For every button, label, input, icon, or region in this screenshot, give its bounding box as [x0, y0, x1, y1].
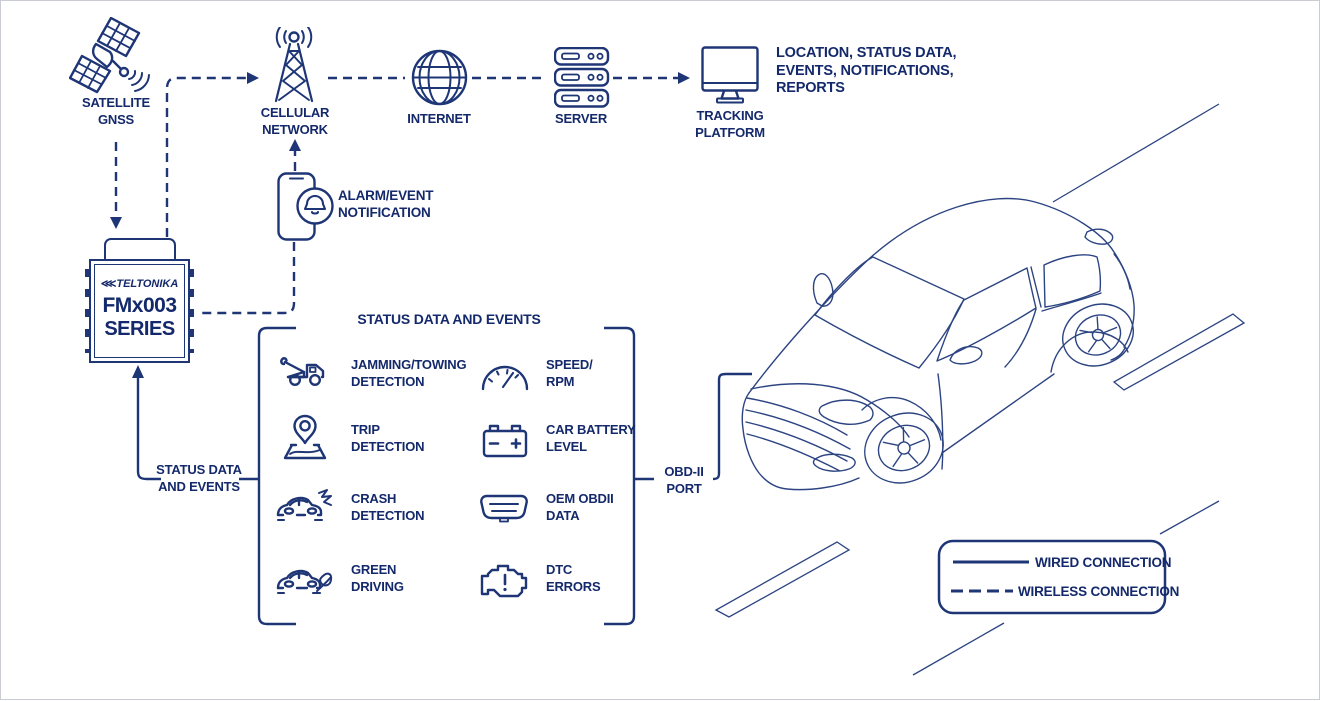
- arrowheads: [110, 72, 690, 378]
- teltonika-logo: ⋘TELTONIKA: [95, 277, 184, 290]
- server-label: SERVER: [554, 111, 608, 126]
- cellular-label: CELLULAR NETWORK: [260, 105, 330, 137]
- alarm-bell-icon: [296, 187, 334, 225]
- server-icon: [554, 47, 610, 108]
- status-box-bracket-left: [257, 326, 296, 626]
- obd-connector-icon: [480, 494, 528, 523]
- status-box-bracket-right: [604, 326, 636, 626]
- satellite-label: SATELLITE GNSS: [81, 95, 151, 127]
- obd-port-label: OBD-II PORT: [664, 464, 704, 496]
- car-illustration: [741, 197, 1135, 491]
- teltonika-chevron-icon: ⋘: [100, 278, 117, 290]
- internet-globe-icon: [411, 49, 468, 106]
- legend-wired-label: WIRED CONNECTION: [1035, 555, 1172, 570]
- status-data-events-feed-label: STATUS DATA AND EVENTS: [156, 462, 242, 494]
- car-battery-icon: [482, 424, 528, 458]
- status-events-arrow: [136, 378, 161, 481]
- rear-wheel: [1062, 303, 1134, 367]
- engine-warning-icon: [480, 564, 528, 598]
- connector-device-cellular: [165, 76, 248, 237]
- legend-wireless-label: WIRELESS CONNECTION: [1018, 584, 1180, 599]
- front-wheel: [864, 412, 944, 484]
- status-box-title: STATUS DATA AND EVENTS: [357, 311, 541, 327]
- obd-port-line-car: [712, 372, 752, 481]
- device-series: SERIES: [104, 318, 175, 340]
- item-label-jamming-towing: JAMMING/TOWING DETECTION: [351, 357, 467, 389]
- alarm-notification-label: ALARM/EVENT NOTIFICATION: [338, 188, 434, 220]
- eco-car-icon: [276, 569, 333, 595]
- platform-outputs-text: LOCATION, STATUS DATA, EVENTS, NOTIFICAT…: [776, 45, 957, 96]
- brand-name: TELTONIKA: [116, 278, 179, 290]
- item-label-oem-obdii: OEM OBDII DATA: [546, 491, 614, 523]
- speedometer-icon: [481, 365, 529, 391]
- connector-phone-device: [200, 242, 296, 315]
- tracking-label: TRACKING PLATFORM: [695, 108, 765, 140]
- device-body: ⋘TELTONIKA FMx003 SERIES: [85, 259, 194, 363]
- item-label-trip: TRIP DETECTION: [351, 422, 425, 454]
- satellite-icon: [69, 17, 150, 94]
- device-model: FMx003: [102, 294, 177, 317]
- cell-tower-icon: [274, 27, 314, 103]
- car-crash-icon: [276, 489, 332, 522]
- item-label-dtc-errors: DTC ERRORS: [546, 562, 601, 594]
- item-label-crash: CRASH DETECTION: [351, 491, 425, 523]
- map-pin-icon: [283, 414, 327, 460]
- item-label-speed-rpm: SPEED/ RPM: [546, 357, 593, 389]
- legend-box: [937, 539, 1167, 615]
- item-label-green-driving: GREEN DRIVING: [351, 562, 404, 594]
- monitor-icon: [701, 46, 759, 104]
- item-label-car-battery: CAR BATTERY LEVEL: [546, 422, 636, 454]
- road-markings: [714, 103, 1246, 676]
- tow-truck-icon: [280, 357, 325, 387]
- internet-label: INTERNET: [407, 111, 471, 126]
